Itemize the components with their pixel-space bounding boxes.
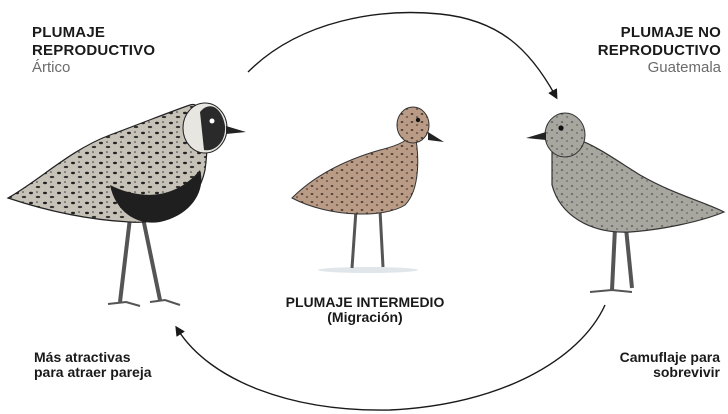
label-breeding-title-line1: PLUMAJE: [32, 24, 106, 41]
label-nonbreeding-title-line2: REPRODUCTIVO: [597, 41, 721, 59]
label-breeding-plumage: PLUMAJE REPRODUCTIVO Ártico: [32, 24, 155, 77]
cycle-arrow-top: [247, 11, 558, 100]
label-breeding-place: Ártico: [32, 59, 71, 77]
label-nonbreeding-plumage: PLUMAJE NO REPRODUCTIVO Guatemala: [598, 24, 721, 77]
bird-breeding-icon: [6, 102, 246, 307]
label-intermediate-title: PLUMAJE INTERMEDIO: [285, 294, 445, 310]
caption-breeding-line1: Más atractivas: [34, 349, 131, 365]
cycle-arrow-bottom: [175, 304, 606, 411]
bird-nonbreeding-icon: [526, 112, 726, 293]
caption-nonbreeding-line2: sobrevivir: [653, 364, 720, 381]
caption-breeding-purpose: Más atractivas para atraer pareja: [34, 349, 152, 381]
caption-breeding-line2: para atraer pareja: [34, 364, 152, 381]
caption-nonbreeding-purpose: Camuflaje para sobrevivir: [619, 349, 720, 381]
label-nonbreeding-place: Guatemala: [647, 59, 721, 77]
label-intermediate-plumage: PLUMAJE INTERMEDIO (Migración): [250, 294, 480, 326]
caption-nonbreeding-line1: Camuflaje para: [619, 349, 720, 365]
label-nonbreeding-title-line1: PLUMAJE NO: [620, 24, 721, 41]
label-breeding-title-line2: REPRODUCTIVO: [32, 41, 156, 59]
bird-intermediate-icon: [291, 106, 444, 273]
label-intermediate-subtitle: (Migración): [327, 309, 403, 326]
